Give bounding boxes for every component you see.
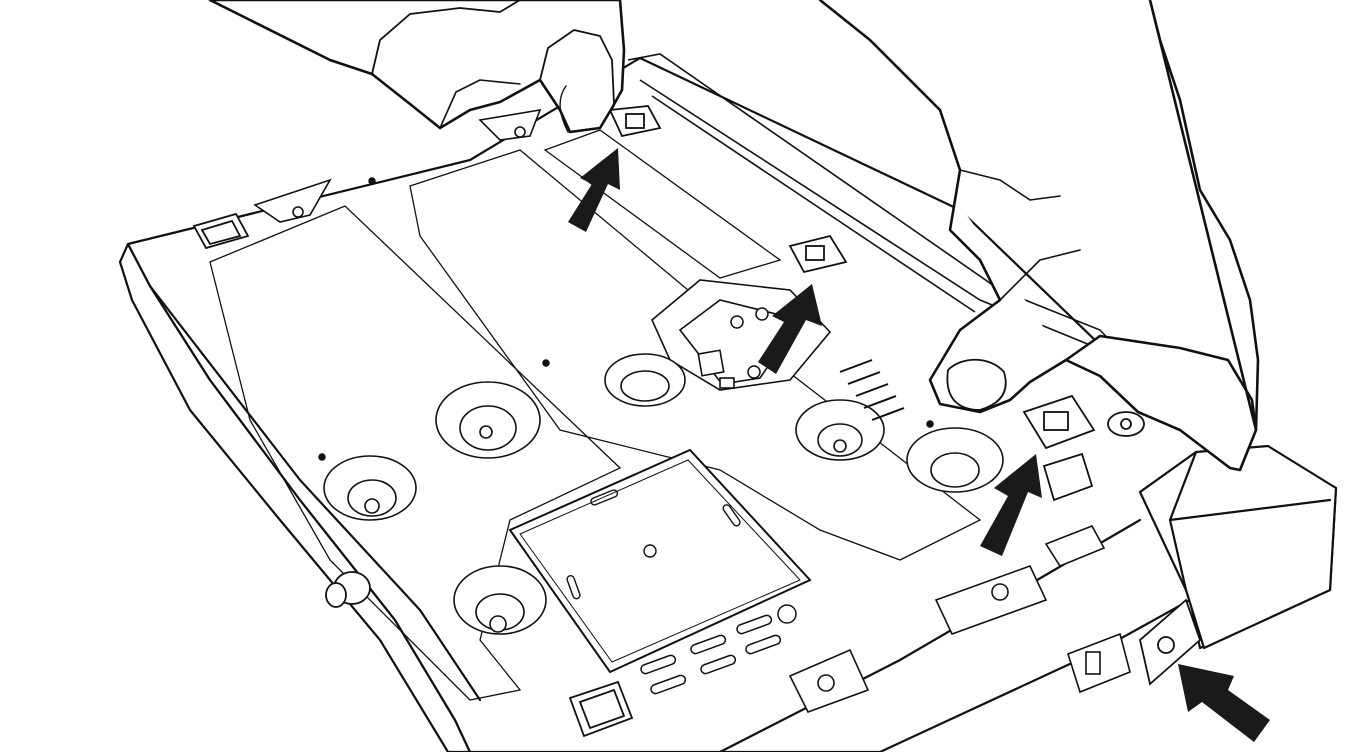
- arrow-icon: [758, 284, 822, 374]
- screw-icon: [991, 583, 1009, 601]
- screw-bosses: [253, 108, 1004, 635]
- screw-icon: [514, 126, 526, 138]
- vent-slots: [839, 359, 905, 421]
- foot: [568, 680, 634, 738]
- screw-icon: [747, 365, 761, 379]
- bracket: [788, 648, 870, 713]
- screw-boss: [453, 565, 547, 635]
- left-hand: [208, 0, 626, 134]
- vent-slots-front: [640, 614, 782, 695]
- screw-boss: [435, 381, 541, 459]
- screw-icon: [755, 307, 769, 321]
- rubber-feet: [192, 212, 634, 738]
- screw-icon: [489, 615, 507, 633]
- screw-boss: [906, 427, 1004, 493]
- corner-bracket: [1139, 598, 1202, 686]
- bracket: [934, 564, 1048, 636]
- brackets: [788, 524, 1131, 713]
- end-cap-edge: [1168, 450, 1332, 592]
- screw-icon: [292, 206, 304, 218]
- panel-upper: [543, 129, 782, 279]
- screw-boss: [795, 399, 885, 461]
- screw-icon: [730, 315, 744, 329]
- latch-clip: [1042, 452, 1094, 502]
- arrow-icon: [1178, 664, 1270, 742]
- latch-clip: [608, 105, 662, 138]
- arrow-icon: [568, 148, 620, 232]
- screw-icon: [364, 498, 380, 514]
- latch-clips: [608, 105, 1145, 502]
- screw-icon: [479, 425, 493, 439]
- screw-boss: [478, 108, 542, 141]
- foot: [192, 212, 250, 250]
- recessed-panels: [209, 129, 982, 701]
- bracket: [1067, 632, 1131, 694]
- side-connector: [325, 571, 371, 608]
- access-cover: [508, 448, 812, 674]
- latch-clip: [788, 234, 848, 274]
- screw-icon: [817, 674, 835, 692]
- screw-icon: [1157, 636, 1175, 654]
- arrow-icon: [980, 454, 1042, 556]
- screw-boss: [604, 353, 686, 407]
- screw-boss: [323, 455, 417, 521]
- screw-boss: [253, 178, 332, 223]
- panel-left: [209, 205, 622, 701]
- panel-screws: [318, 177, 934, 624]
- latch-clip: [1107, 411, 1145, 437]
- direction-arrows: [568, 148, 1270, 742]
- latch-clip: [1022, 394, 1096, 450]
- right-hand: [818, 0, 1260, 472]
- panel-center: [409, 149, 982, 561]
- bracket: [1044, 524, 1106, 567]
- screw-icon: [833, 439, 847, 453]
